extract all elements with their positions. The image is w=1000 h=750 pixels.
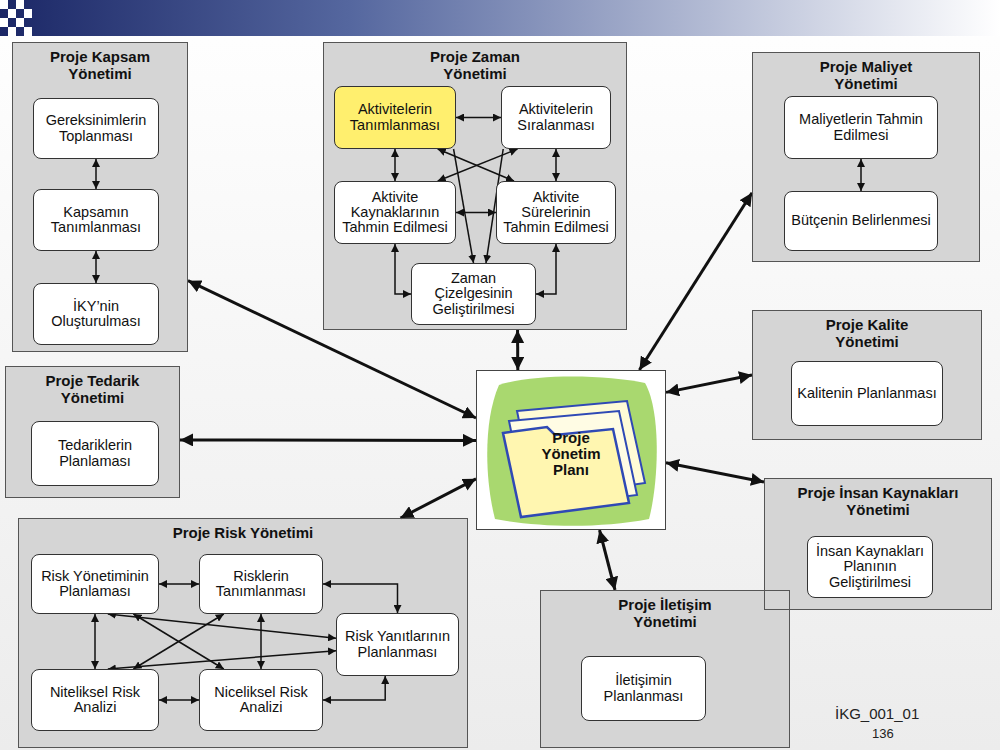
process-label: Niteliksel Risk Analizi bbox=[36, 685, 154, 715]
process-label: İKY’nin Oluşturulması bbox=[38, 299, 154, 329]
connector-arrow bbox=[394, 149, 396, 181]
green-blob bbox=[487, 377, 657, 526]
process-label: Aktivitelerin Sıralanması bbox=[506, 102, 606, 132]
process-box: Risk Yönetiminin Planlaması bbox=[31, 554, 159, 614]
process-box: Kapsamın Tanımlanması bbox=[33, 189, 159, 251]
connector-arrow bbox=[456, 212, 496, 214]
panel-heading: Proje Maliyet Yönetimi bbox=[801, 58, 931, 93]
knowledge-area-panel: Proje İnsan Kaynakları Yönetimiİnsan Kay… bbox=[764, 478, 992, 610]
panel-fill bbox=[752, 52, 980, 262]
process-label: Niceliksel Risk Analizi bbox=[204, 685, 318, 715]
process-label: İnsan Kaynakları Planının Geliştirilmesi bbox=[812, 544, 928, 590]
panel-fill bbox=[540, 590, 790, 748]
knowledge-area-panel: Proje İletişim Yönetimiİletişimin Planla… bbox=[540, 590, 790, 748]
plan-title: Proje Yönetim Planı bbox=[531, 430, 611, 477]
knowledge-area-panel: Proje Kalite YönetimiKalitenin Planlanma… bbox=[752, 310, 982, 440]
process-box: Risklerin Tanımlanması bbox=[199, 554, 323, 614]
connector-arrow bbox=[454, 149, 474, 263]
process-box: Risk Yanıtlarının Planlanması bbox=[336, 613, 459, 676]
process-label: Aktivitelerin Tanımlanması bbox=[339, 102, 451, 132]
knowledge-area-panel: Proje Zaman YönetimiAktivitelerin Tanıml… bbox=[323, 42, 627, 330]
process-label: Zaman Çizelgesinin Geliştirilmesi bbox=[416, 271, 531, 317]
panel-heading: Proje Zaman Yönetimi bbox=[410, 48, 540, 83]
connector-arrow bbox=[159, 583, 199, 585]
panel-heading: Proje Kapsam Yönetimi bbox=[35, 48, 165, 83]
panel-heading: Proje Tedarik Yönetimi bbox=[28, 372, 158, 407]
process-box: Tedariklerin Planlaması bbox=[31, 421, 159, 486]
connector-arrow bbox=[555, 149, 557, 181]
panel-heading: Proje Kalite Yönetimi bbox=[802, 316, 932, 351]
plan-box: Proje Yönetim Planı bbox=[476, 370, 666, 530]
panel-fill bbox=[323, 42, 627, 330]
connector-arrow bbox=[94, 614, 96, 669]
knowledge-area-panel: Proje Maliyet YönetimiMaliyetlerin Tahmi… bbox=[752, 52, 980, 262]
process-box: Aktivite Sürelerinin Tahmin Edilmesi bbox=[496, 181, 616, 244]
process-label: İletişimin Planlanması bbox=[586, 673, 701, 703]
document-code: İKG_001_01 bbox=[835, 705, 919, 722]
process-box: Maliyetlerin Tahmin Edilmesi bbox=[784, 96, 938, 159]
process-label: Risklerin Tanımlanması bbox=[204, 569, 318, 599]
connector-arrow bbox=[600, 530, 616, 590]
connector-arrow bbox=[438, 149, 518, 181]
process-box: İnsan Kaynakları Planının Geliştirilmesi bbox=[807, 536, 933, 598]
knowledge-area-panel: Proje Risk YönetimiRisk Yönetiminin Plan… bbox=[18, 518, 468, 748]
process-label: Tedariklerin Planlaması bbox=[36, 438, 154, 468]
process-box: Aktivitelerin Tanımlanması bbox=[334, 86, 456, 149]
page-number: 136 bbox=[872, 726, 894, 741]
panel-fill bbox=[5, 366, 180, 498]
connector-arrow bbox=[180, 438, 476, 441]
connector-arrow bbox=[95, 159, 97, 189]
process-box: İletişimin Planlanması bbox=[581, 656, 706, 721]
process-label: Bütçenin Belirlenmesi bbox=[791, 213, 930, 228]
process-box: Aktivitelerin Sıralanması bbox=[501, 86, 611, 149]
connector-arrow bbox=[260, 614, 262, 669]
panel-fill bbox=[12, 42, 188, 352]
process-label: Risk Yönetiminin Planlaması bbox=[36, 569, 154, 599]
connector-arrow bbox=[456, 117, 501, 119]
panel-fill bbox=[764, 478, 992, 610]
panel-heading: Proje İnsan Kaynakları Yönetimi bbox=[778, 484, 978, 519]
process-box: Gereksinimlerin Toplanması bbox=[33, 98, 159, 159]
panel-fill bbox=[18, 518, 468, 748]
connector-arrow bbox=[536, 244, 556, 294]
process-label: Risk Yanıtlarının Planlanması bbox=[341, 629, 454, 659]
knowledge-area-panel: Proje Kapsam YönetimiGereksinimlerin Top… bbox=[12, 42, 188, 352]
process-label: Kapsamın Tanımlanması bbox=[38, 205, 154, 235]
connector-arrow bbox=[159, 699, 199, 701]
process-box: Aktivite Kaynaklarının Tahmin Edilmesi bbox=[334, 181, 456, 244]
connector-arrow bbox=[323, 584, 398, 613]
process-label: Aktivite Sürelerinin Tahmin Edilmesi bbox=[501, 190, 611, 236]
knowledge-area-panel: Proje Tedarik YönetimiTedariklerin Planl… bbox=[5, 366, 180, 498]
process-label: Aktivite Kaynaklarının Tahmin Edilmesi bbox=[339, 190, 451, 236]
panel-heading: Proje Risk Yönetimi bbox=[83, 524, 403, 541]
process-label: Kalitenin Planlanması bbox=[797, 386, 936, 401]
connector-arrow bbox=[666, 375, 752, 392]
connector-arrow bbox=[108, 651, 336, 669]
connector-arrow bbox=[395, 244, 411, 294]
connector-arrow bbox=[666, 463, 764, 482]
process-box: Bütçenin Belirlenmesi bbox=[784, 191, 938, 251]
connector-arrow bbox=[323, 676, 385, 700]
process-label: Gereksinimlerin Toplanması bbox=[38, 113, 154, 143]
header-checker bbox=[0, 0, 32, 36]
folder-front bbox=[503, 427, 629, 517]
process-label: Maliyetlerin Tahmin Edilmesi bbox=[789, 112, 933, 142]
process-box: İKY’nin Oluşturulması bbox=[33, 283, 159, 345]
panel-fill bbox=[752, 310, 982, 440]
connector-arrow bbox=[108, 614, 336, 638]
process-box: Niteliksel Risk Analizi bbox=[31, 669, 159, 731]
header-bar bbox=[0, 0, 1000, 36]
connector-arrow bbox=[516, 330, 519, 370]
process-box: Kalitenin Planlanması bbox=[791, 361, 943, 426]
connector-arrow bbox=[860, 159, 862, 191]
connector-arrow bbox=[401, 479, 477, 518]
process-box: Niceliksel Risk Analizi bbox=[199, 669, 323, 731]
process-box: Zaman Çizelgesinin Geliştirilmesi bbox=[411, 263, 536, 325]
panel-heading: Proje İletişim Yönetimi bbox=[600, 596, 730, 631]
connector-arrow bbox=[95, 251, 97, 283]
connector-arrow bbox=[639, 193, 752, 370]
